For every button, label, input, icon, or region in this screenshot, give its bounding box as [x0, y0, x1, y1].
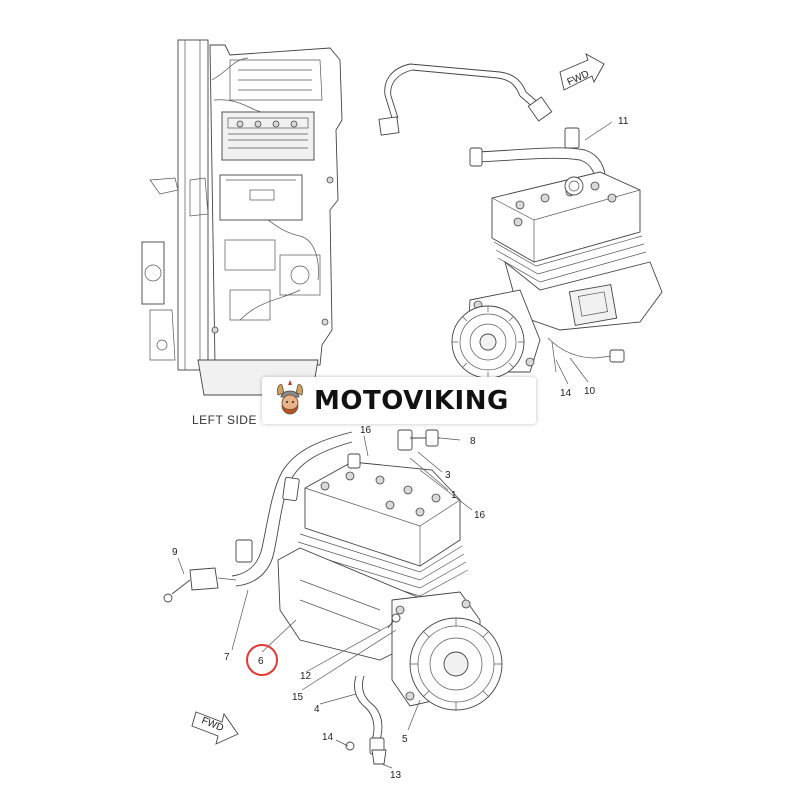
callout-9: 9 — [172, 547, 178, 558]
fwd-arrow-bottom: FWD — [191, 711, 239, 745]
callout-14-lower: 14 — [322, 732, 334, 743]
callout-16-lower: 16 — [474, 510, 486, 521]
callout-4: 4 — [314, 704, 320, 715]
fwd-arrow-top: FWD — [559, 53, 605, 91]
callout-12: 12 — [300, 671, 312, 682]
callout-6: 6 — [258, 656, 264, 667]
callout-8: 8 — [470, 436, 476, 447]
callout-14-upper: 14 — [560, 388, 572, 399]
callout-16-upper: 16 — [360, 425, 372, 436]
callout-11: 11 — [618, 116, 629, 127]
brand-logo: MOTOVIKING — [262, 377, 536, 424]
callout-7: 7 — [224, 652, 230, 663]
air-compressor-exploded-view: 16 8 3 1 16 9 7 12 15 4 5 14 13 6 — [163, 425, 503, 781]
engine-left-side-view: LEFT SIDE — [141, 39, 343, 427]
callout-5: 5 — [402, 734, 408, 745]
callout-1: 1 — [451, 490, 457, 501]
callout-6-highlight-circle — [246, 644, 278, 676]
viking-head-icon — [270, 379, 310, 421]
left-side-view-label: LEFT SIDE — [192, 413, 257, 427]
air-line-tube-top — [378, 63, 553, 136]
air-compressor-upper-view: 11 14 10 — [451, 116, 663, 399]
callout-10: 10 — [584, 386, 596, 397]
brand-name: MOTOVIKING — [314, 385, 509, 416]
callout-13: 13 — [390, 770, 402, 781]
callout-3: 3 — [445, 470, 451, 481]
callout-15: 15 — [292, 692, 304, 703]
